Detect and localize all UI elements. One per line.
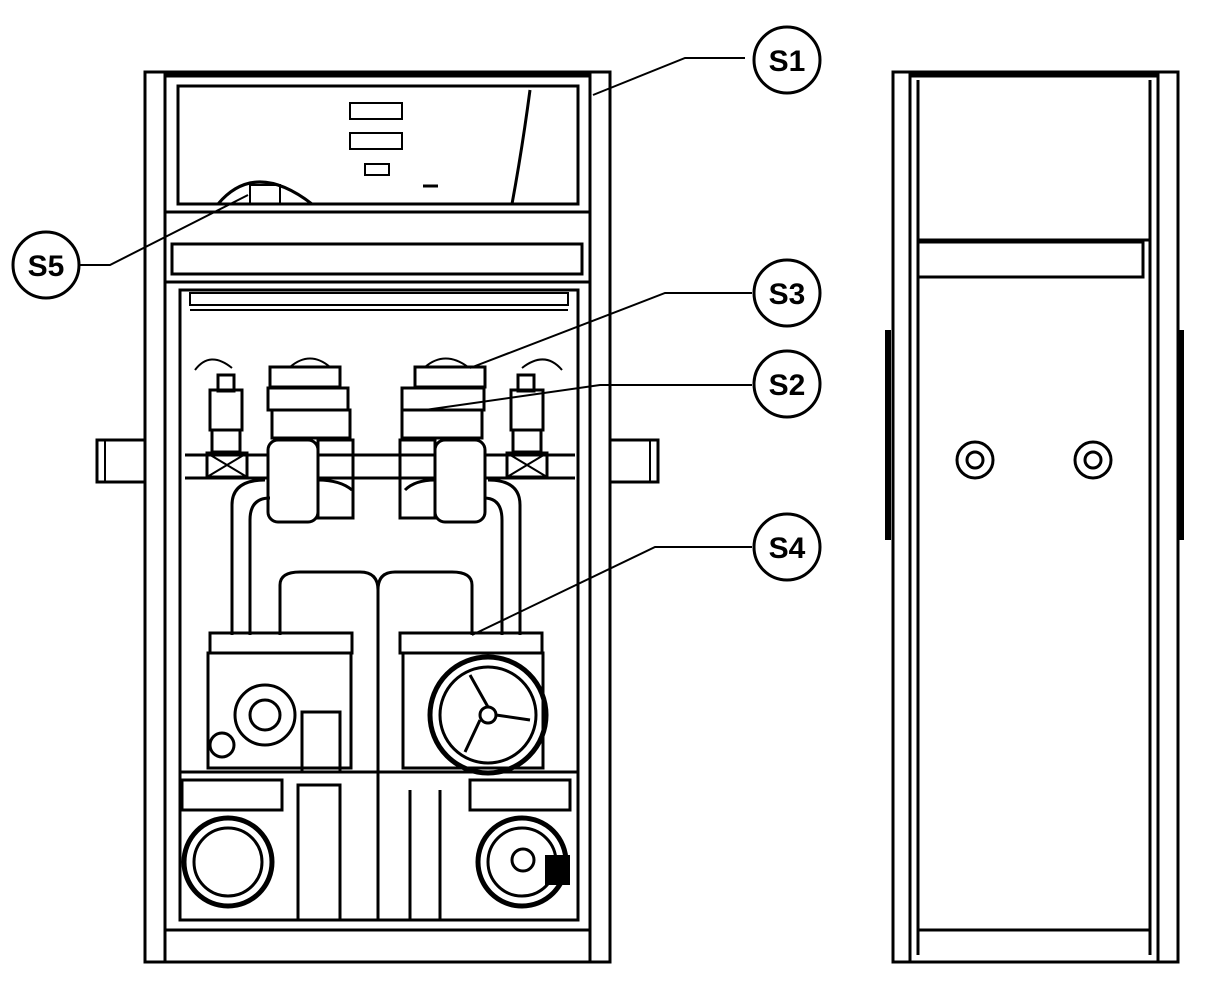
callout-s3-label: S3 [769, 278, 806, 311]
right-meter-assembly [398, 357, 487, 524]
left-side-handle [95, 438, 147, 484]
callout-s4: S4 [752, 512, 822, 582]
left-solenoid-valve [194, 358, 249, 479]
side-view [885, 70, 1184, 964]
callout-s4-label: S4 [769, 532, 806, 565]
callout-s3: S3 [752, 258, 822, 328]
right-side-handle [608, 438, 660, 484]
callout-s5-label: S5 [28, 250, 65, 283]
nozzle-holder [216, 180, 313, 206]
callout-s2-label: S2 [769, 369, 806, 402]
left-meter-assembly [266, 357, 355, 524]
side-cabinet-frame [891, 70, 1180, 964]
left-pump-unit [206, 631, 354, 774]
right-solenoid-valve [505, 358, 563, 479]
front-view [80, 57, 752, 964]
callout-s5: S5 [11, 230, 81, 300]
right-motor [475, 815, 570, 909]
side-bolt-right [1073, 440, 1113, 480]
left-motor [181, 815, 275, 909]
callout-s2: S2 [752, 349, 822, 419]
drive-pulley [427, 654, 549, 776]
display-head [176, 84, 580, 206]
front-cabinet-frame [143, 70, 612, 964]
side-bolt-left [955, 440, 995, 480]
right-pump-unit [398, 631, 549, 776]
callout-s1-label: S1 [769, 45, 806, 78]
callout-s1: S1 [752, 25, 822, 95]
